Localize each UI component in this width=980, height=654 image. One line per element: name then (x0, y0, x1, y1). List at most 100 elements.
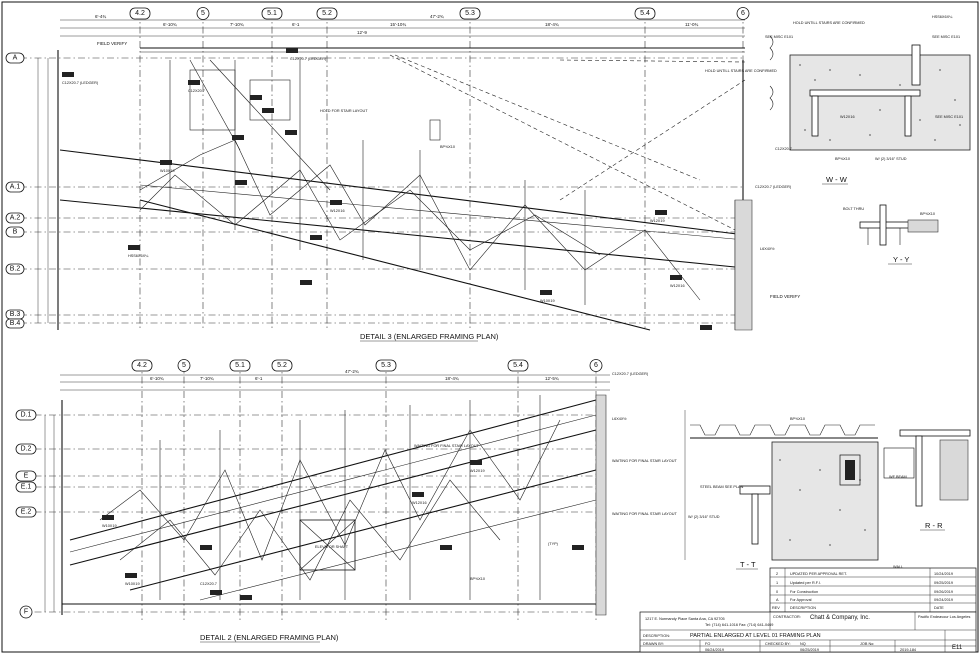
svg-text:0: 0 (776, 590, 778, 594)
svg-text:JOB No:: JOB No: (860, 642, 874, 646)
svg-text:W/ (2) 3/16" STUD: W/ (2) 3/16" STUD (688, 515, 720, 519)
section-tt-title: T - T (740, 560, 756, 569)
svg-text:47'-2¾: 47'-2¾ (345, 369, 359, 374)
field-verify-note: FIELD VERIFY (97, 41, 127, 46)
svg-text:6'-1: 6'-1 (255, 376, 263, 381)
grid-row-a-2: A.2 (10, 215, 21, 222)
svg-text:E: E (24, 473, 29, 480)
svg-text:SEE MISC E101: SEE MISC E101 (935, 115, 963, 119)
svg-text:BP⅜X10: BP⅜X10 (920, 212, 935, 216)
grid-row-b-3: B.3 (10, 311, 21, 318)
field-verify-note-2: FIELD VERIFY (770, 294, 800, 299)
svg-text:C12X20.7 (LEDGER): C12X20.7 (LEDGER) (755, 185, 792, 189)
svg-text:10/24/2019: 10/24/2019 (934, 572, 953, 576)
svg-text:FO: FO (705, 642, 710, 646)
svg-text:5.4: 5.4 (513, 362, 523, 369)
svg-text:18'-4¾: 18'-4¾ (545, 22, 559, 27)
steel-beam-note: STEEL BEAM SEE PLAN (700, 485, 744, 489)
svg-text:Updated per R.F.I.: Updated per R.F.I. (790, 581, 821, 585)
svg-text:BP⅜X10: BP⅜X10 (440, 145, 455, 149)
svg-text:7'-10¾: 7'-10¾ (230, 22, 244, 27)
grid-col-4-2: 4.2 (135, 10, 145, 17)
sheet-description: PARTIAL ENLARGED AT LEVEL 01 FRAMING PLA… (690, 633, 821, 639)
wall-label: WALL (893, 565, 903, 569)
svg-text:6: 6 (594, 362, 598, 369)
svg-text:W10X19: W10X19 (102, 524, 117, 528)
svg-text:15'-10¾: 15'-10¾ (390, 22, 406, 27)
section-r-r: WF BEAM WALL R - R (839, 429, 971, 569)
section-y-y: BOLT THRU BP⅜X10 Y - Y (843, 204, 939, 265)
svg-text:DATE: DATE (934, 606, 944, 610)
svg-text:CHECKED BY:: CHECKED BY: (765, 642, 791, 646)
wf-beam-label: WF BEAM (889, 475, 907, 479)
svg-text:REV: REV (772, 606, 780, 610)
svg-text:E.2: E.2 (21, 509, 32, 516)
grid-col-6: 6 (741, 10, 745, 17)
svg-text:09/24/2019: 09/24/2019 (934, 598, 953, 602)
waiting-note-2: WAITING FOR FINAL STAIR LAYOUT (612, 459, 677, 463)
svg-text:HSS6X6X¼: HSS6X6X¼ (128, 254, 149, 258)
svg-text:F: F (24, 609, 28, 616)
svg-text:5.3: 5.3 (381, 362, 391, 369)
svg-text:C12X20.7: C12X20.7 (188, 89, 205, 93)
svg-text:DESCRIPTION:: DESCRIPTION: (643, 634, 670, 638)
detail-2-title: DETAIL 2 (ENLARGED FRAMING PLAN) (200, 633, 339, 642)
grid-row-a-1: A.1 (10, 184, 21, 191)
waiting-note-3: WAITING FOR FINAL STAIR LAYOUT (612, 512, 677, 516)
svg-text:For Construction: For Construction (790, 590, 818, 594)
svg-text:W12X16: W12X16 (330, 209, 345, 213)
svg-text:09/26/2019: 09/26/2019 (934, 590, 953, 594)
grid-col-5-1: 5.1 (267, 10, 277, 17)
detail-2-row-gridlines (20, 414, 600, 613)
owner-name: Pacific Endeavour Los Angeles (918, 615, 970, 619)
svg-text:W10X19: W10X19 (540, 299, 555, 303)
grid-row-b: B (13, 229, 18, 236)
detail-3-column-bubbles: 4.2 5 5.1 5.2 5.3 5.4 6 (129, 7, 750, 20)
detail-2-plan: 4.2 5 5.1 5.2 5.3 5.4 6 6'-10¾ 7'-10¾ 6'… (15, 359, 677, 643)
section-w-w: HOLD UNTILL STAIRS ARE CONFIRMED SEE MIS… (765, 15, 971, 185)
svg-text:BP⅜X10: BP⅜X10 (790, 417, 805, 421)
detail-2-framing (44, 394, 607, 616)
detail-3-framing (37, 47, 753, 331)
svg-text:06/24/2019: 06/24/2019 (705, 648, 724, 652)
svg-text:5.1: 5.1 (235, 362, 245, 369)
svg-text:W12X16: W12X16 (840, 115, 855, 119)
svg-text:L6X4X½: L6X4X½ (760, 247, 775, 251)
svg-text:(TYP): (TYP) (548, 542, 559, 546)
detail-2-top-dimensions: 6'-10¾ 7'-10¾ 6'-1 47'-2¾ 18'-4¾ 12'-5¾ (150, 369, 559, 381)
svg-text:1: 1 (776, 581, 778, 585)
contractor-name: Chatt & Company, Inc. (810, 615, 870, 621)
detail-3-row-bubbles: A A.1 A.2 B B.2 B.3 B.4 (5, 52, 25, 329)
title-block: 2 UPDATED PER APPROVAL RET. 10/24/2019 1… (639, 567, 977, 653)
svg-text:For Approval: For Approval (790, 598, 812, 602)
svg-text:7'-10¾: 7'-10¾ (200, 376, 214, 381)
grid-row-b-4: B.4 (10, 320, 21, 327)
firm-phone: Tel: (714) 641-1016 Fax: (714) 641-0469 (705, 623, 773, 627)
svg-text:W/ (2) 3/16" STUD: W/ (2) 3/16" STUD (875, 157, 907, 161)
hold-until-stairs-ww: HOLD UNTILL STAIRS ARE CONFIRMED (793, 21, 865, 25)
sheet-number: E11 (952, 645, 963, 651)
svg-text:SEE MISC E101: SEE MISC E101 (765, 35, 793, 39)
svg-text:5.2: 5.2 (277, 362, 287, 369)
member-label: C12X20.7 (LEDGER) (62, 81, 99, 85)
svg-text:5: 5 (182, 362, 186, 369)
svg-text:6'-10¾: 6'-10¾ (163, 22, 177, 27)
svg-text:4.2: 4.2 (137, 362, 147, 369)
svg-text:HSS6X6X¼: HSS6X6X¼ (932, 15, 953, 19)
firm-address: 1217 E. Normandy Place Santa Ana, CA 927… (645, 617, 725, 621)
svg-text:C12X20.7: C12X20.7 (775, 147, 792, 151)
svg-text:BP⅜X10: BP⅜X10 (470, 577, 485, 581)
detail-2-labels: ELEVATOR SHAFT WAITING FOR FINAL STAIR L… (102, 372, 677, 643)
svg-text:A: A (776, 598, 779, 602)
svg-text:C12X20.7: C12X20.7 (200, 582, 217, 586)
svg-text:12'-9: 12'-9 (357, 30, 367, 35)
svg-text:18'-4¾: 18'-4¾ (445, 376, 459, 381)
svg-text:W10X19: W10X19 (125, 582, 140, 586)
hold-until-stairs-note: HOLD UNTILL STAIRS ARE CONFIRMED (705, 69, 777, 73)
bolt-thru-label: BOLT THRU (843, 207, 864, 211)
svg-text:W12X16: W12X16 (412, 501, 427, 505)
svg-text:DRAWN BY:: DRAWN BY: (643, 642, 664, 646)
svg-text:C12X20.7 (LEDGER): C12X20.7 (LEDGER) (290, 57, 327, 61)
detail-3-plan: 4.2 5 5.1 5.2 5.3 5.4 6 6'-4¾ 6'-10¾ 7'-… (5, 7, 800, 342)
svg-text:11'-0¾: 11'-0¾ (685, 22, 699, 27)
